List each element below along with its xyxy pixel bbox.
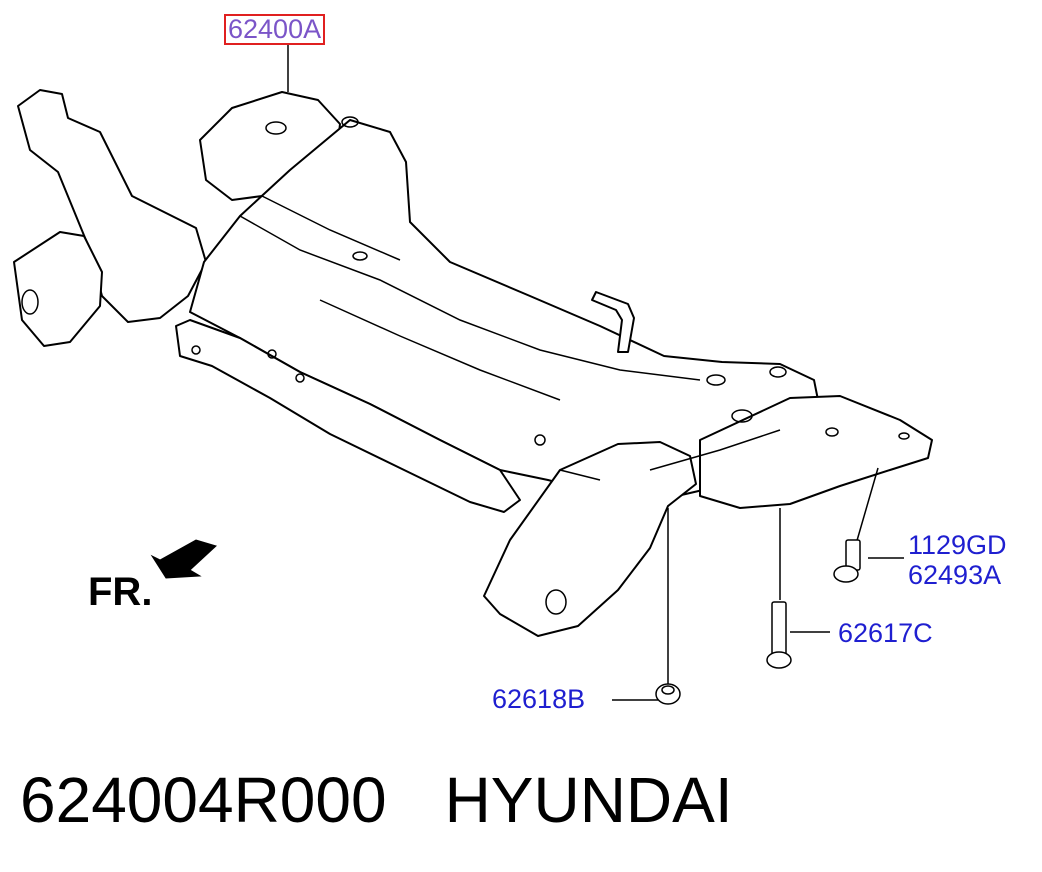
footer-brand: HYUNDAI — [444, 764, 733, 836]
footer-part-number: 624004R000 — [20, 764, 387, 836]
callout-62493a[interactable]: 62493A — [908, 560, 1002, 590]
front-beam — [175, 319, 521, 513]
left-mount — [13, 231, 103, 347]
pipe — [591, 291, 635, 353]
front-arrow-icon — [150, 539, 217, 579]
callout-62618b[interactable]: 62618B — [492, 684, 586, 714]
main-part-callout[interactable]: 62400A — [224, 14, 326, 45]
front-direction-label: FR. — [88, 570, 153, 614]
callout-1129gd[interactable]: 1129GD — [908, 530, 1007, 560]
footer-caption: 624004R000 HYUNDAI — [20, 766, 733, 834]
bolt-62617c — [771, 601, 787, 657]
callout-62617c[interactable]: 62617C — [838, 618, 933, 648]
left-arm — [17, 89, 207, 323]
lower-right-arm — [483, 441, 697, 637]
right-flange — [699, 395, 933, 509]
